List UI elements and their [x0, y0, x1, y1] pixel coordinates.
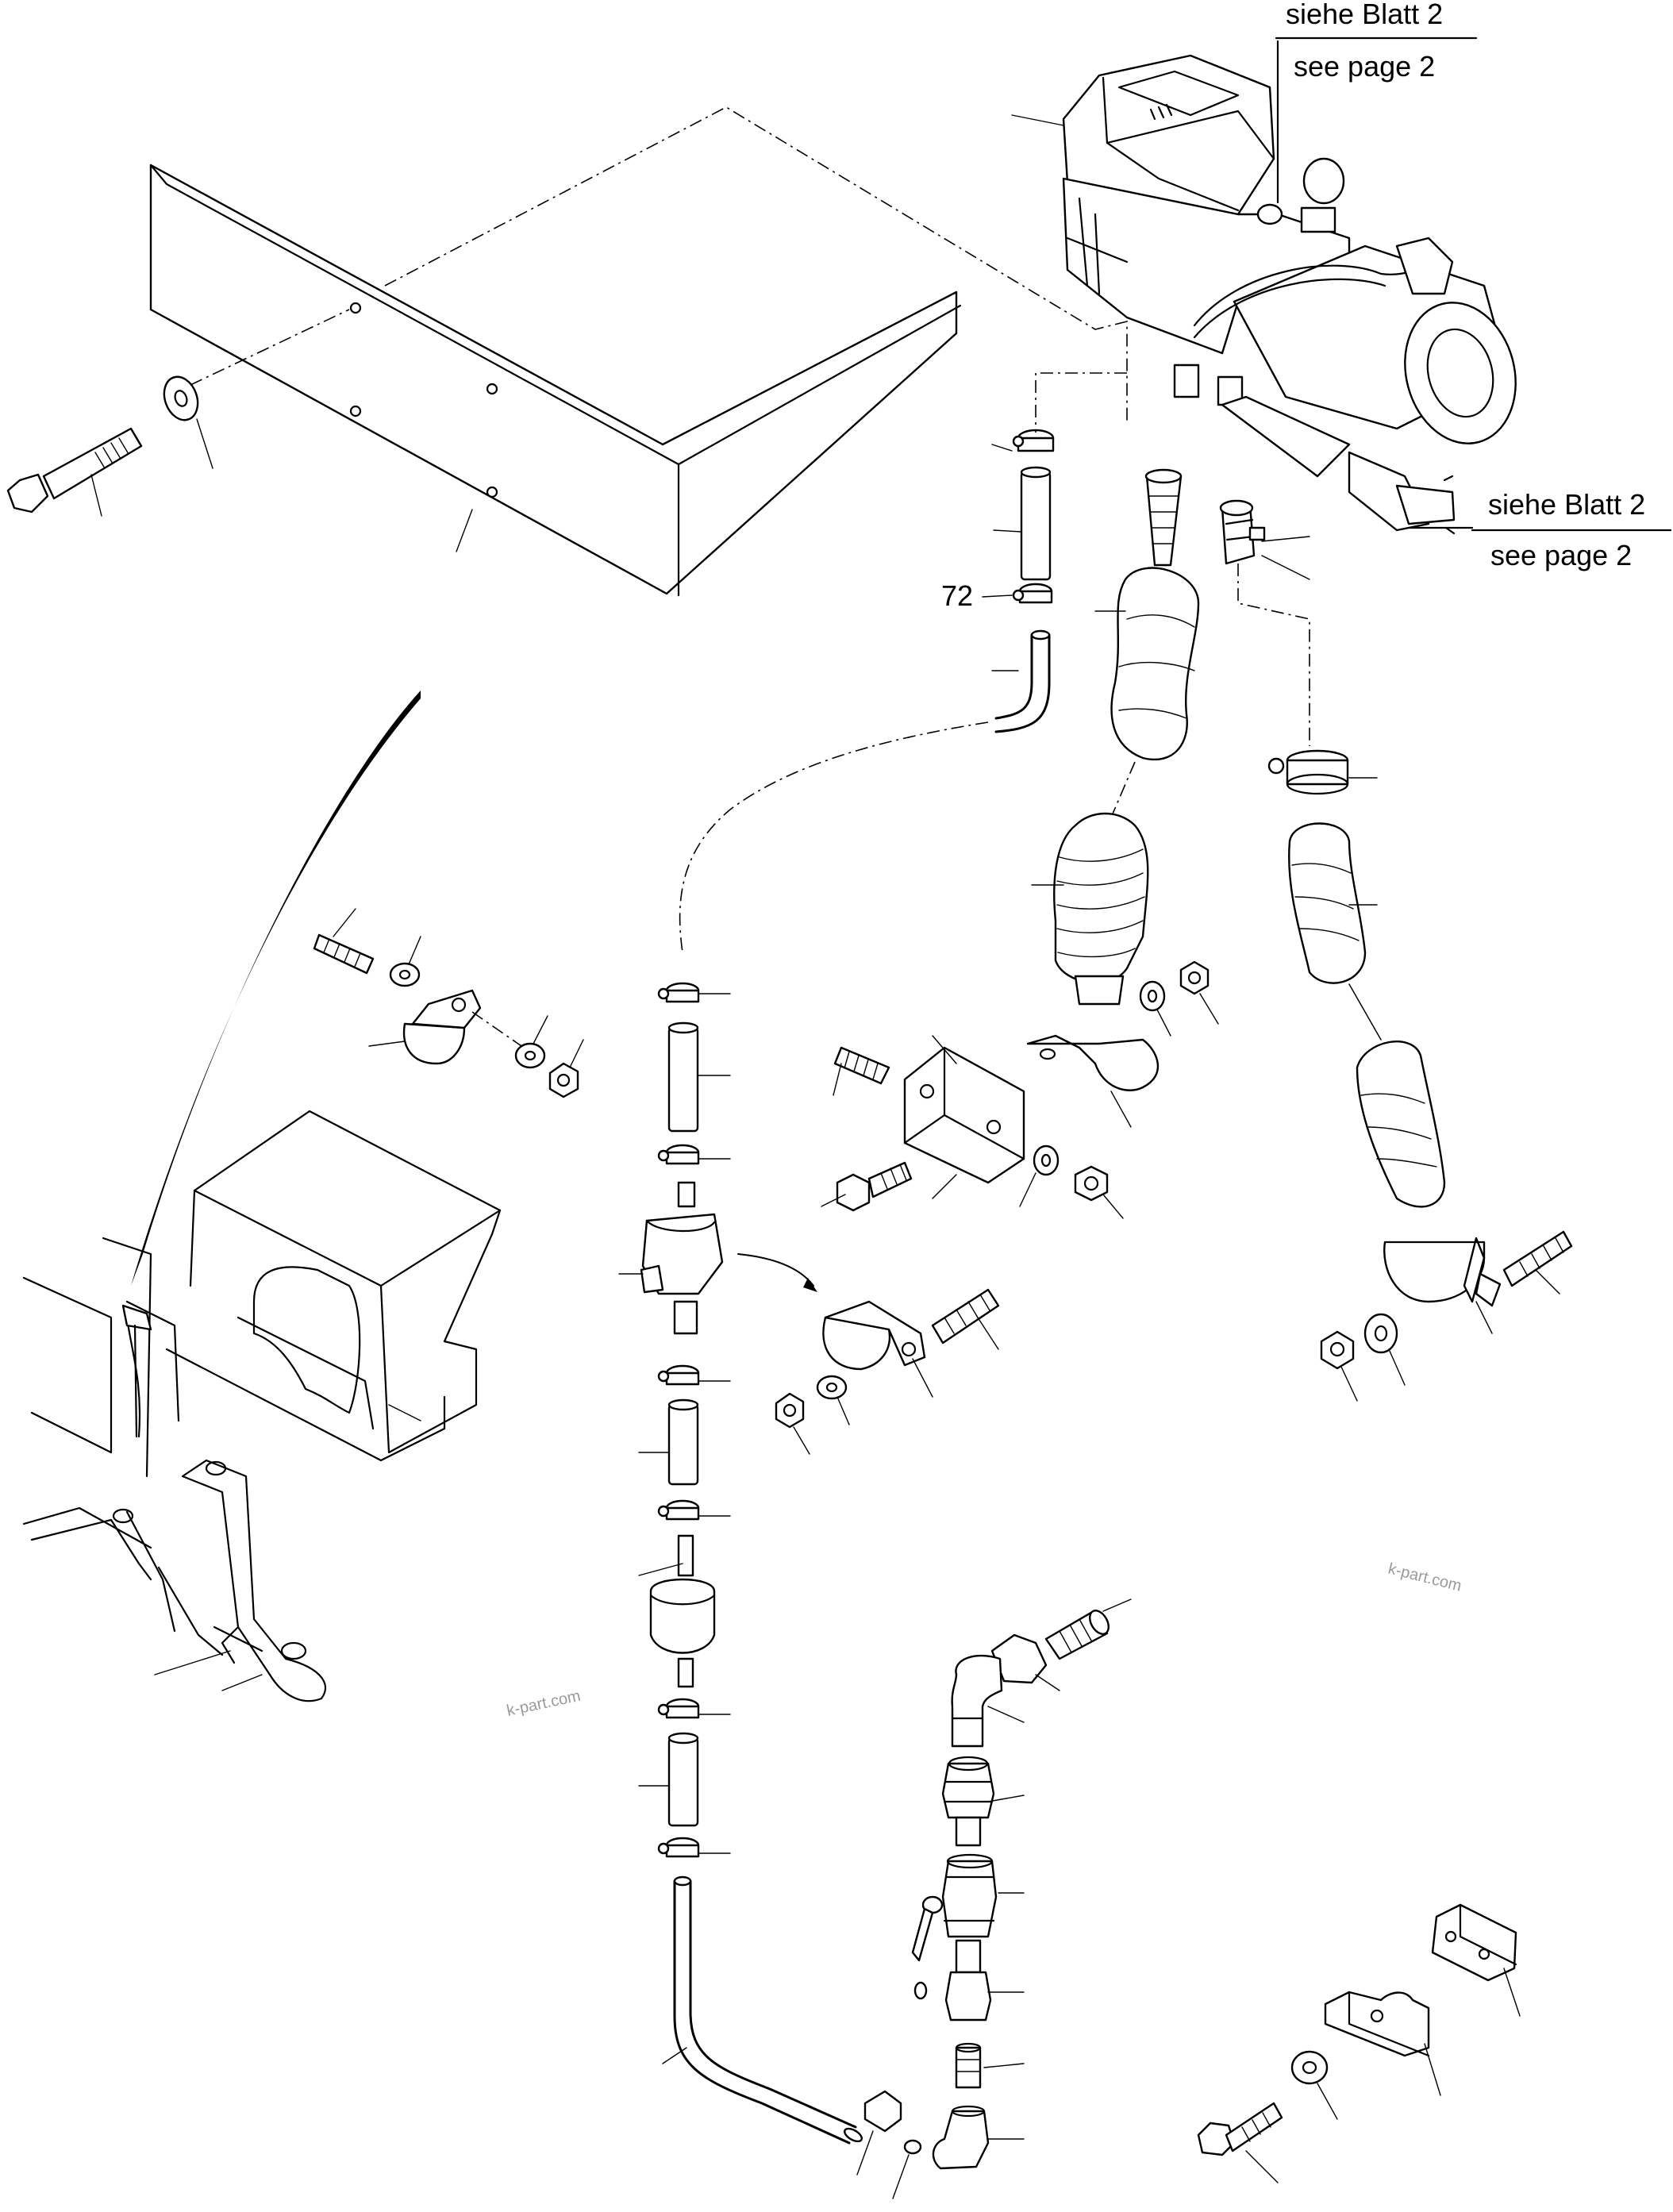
ball-valve: [911, 1853, 1025, 2000]
adapter-nipple-1: [955, 1795, 1025, 1847]
hose-clamp-intake: [1267, 749, 1378, 795]
stud-center: [833, 1046, 890, 1096]
pipe-clamp-center: [1026, 1034, 1159, 1128]
cover-plate: [149, 163, 962, 597]
hose-nipple-top: [1044, 1598, 1132, 1660]
union-nut-2: [941, 1756, 995, 1819]
elbow-fitting: [951, 1654, 1025, 1748]
elbow-fitting-lower: [932, 2105, 1025, 2170]
hose-clamp-3: [657, 1364, 731, 1386]
fuel-line-curved: [991, 629, 1051, 733]
washer-bottom: [1290, 2050, 1338, 2120]
fuel-strainer: [638, 1534, 716, 1688]
reference-right-english: see page 2: [1490, 539, 1632, 571]
callout-number: 72: [941, 579, 973, 612]
mount-clamp-lower: [1324, 1991, 1441, 2096]
reference-top: siehe Blatt 2 see page 2: [1275, 0, 1478, 204]
fuel-tube-upper: [993, 466, 1052, 581]
stud-filter: [931, 1288, 1000, 1350]
stud-upper-left: [313, 908, 375, 975]
washer-upper-left: [389, 936, 421, 987]
combustion-air-connector: [1219, 499, 1310, 580]
hose-clamp-5: [657, 1698, 731, 1719]
nut-center: [1074, 1165, 1124, 1219]
socket-head-bolt: [1197, 2102, 1283, 2183]
hose-clamp-2: [657, 1144, 731, 1165]
hose-clamp-6: [657, 1837, 731, 1858]
heater-unit: [1011, 54, 1517, 535]
reference-right-german: siehe Blatt 2: [1488, 488, 1645, 521]
adapter-nipple-3: [955, 2042, 1025, 2089]
pipe-clamp-upper-left: [368, 989, 482, 1065]
adapter-nipple-2: [944, 1939, 1025, 2022]
machine-illustration: [22, 691, 502, 1702]
flexible-exhaust-hose: [1094, 567, 1200, 760]
fuel-tube-2: [638, 1398, 699, 1486]
intake-hose-lower: [1356, 1041, 1446, 1208]
union-nut-top: [990, 1633, 1060, 1691]
nut-upper-left: [548, 1039, 584, 1098]
reference-right: siehe Blatt 2 see page 2: [1403, 488, 1672, 571]
fuel-filter: [618, 1181, 724, 1335]
bolt-left: [6, 427, 143, 517]
watermark-4: k-part.com: [505, 1687, 582, 1720]
fuel-union-nut: [856, 2090, 902, 2175]
washer-center: [1019, 1144, 1060, 1207]
nut-silencer: [1179, 960, 1219, 1025]
stud-right: [1502, 1230, 1573, 1295]
fuel-olive: [892, 2139, 922, 2199]
watermark-3: k-part.com: [1386, 1560, 1463, 1595]
fuel-line-lower: [662, 1875, 863, 2145]
washer-upper-left-2: [514, 1015, 548, 1069]
nut-right: [1320, 1330, 1358, 1402]
washer-silencer: [1139, 980, 1171, 1037]
hose-clamp-upper-2: 72: [941, 579, 1053, 612]
washer-left: [163, 375, 213, 469]
hose-clamp-4: [657, 1499, 731, 1521]
mount-clamp-upper: [1431, 1903, 1521, 2017]
exhaust-silencer: [1031, 812, 1149, 1006]
hose-clamp-1: [657, 982, 731, 1003]
intake-hose-upper: [1288, 822, 1378, 984]
hose-clamp-upper-1: [991, 429, 1055, 452]
reference-top-german: siehe Blatt 2: [1286, 0, 1443, 30]
bolt-center: [821, 1161, 913, 1212]
reference-top-english: see page 2: [1294, 50, 1435, 83]
fuel-tube-1: [667, 1021, 731, 1133]
pipe-clamp-right: [1383, 1237, 1502, 1334]
washer-filter: [816, 1375, 850, 1425]
angle-bracket: [903, 1035, 1025, 1199]
fuel-tube-3: [638, 1732, 699, 1827]
pipe-clamp-filter: [822, 1300, 933, 1398]
washer-right: [1363, 1313, 1406, 1386]
nut-filter: [775, 1392, 810, 1455]
exhaust-pipe-connector: [1144, 468, 1183, 567]
